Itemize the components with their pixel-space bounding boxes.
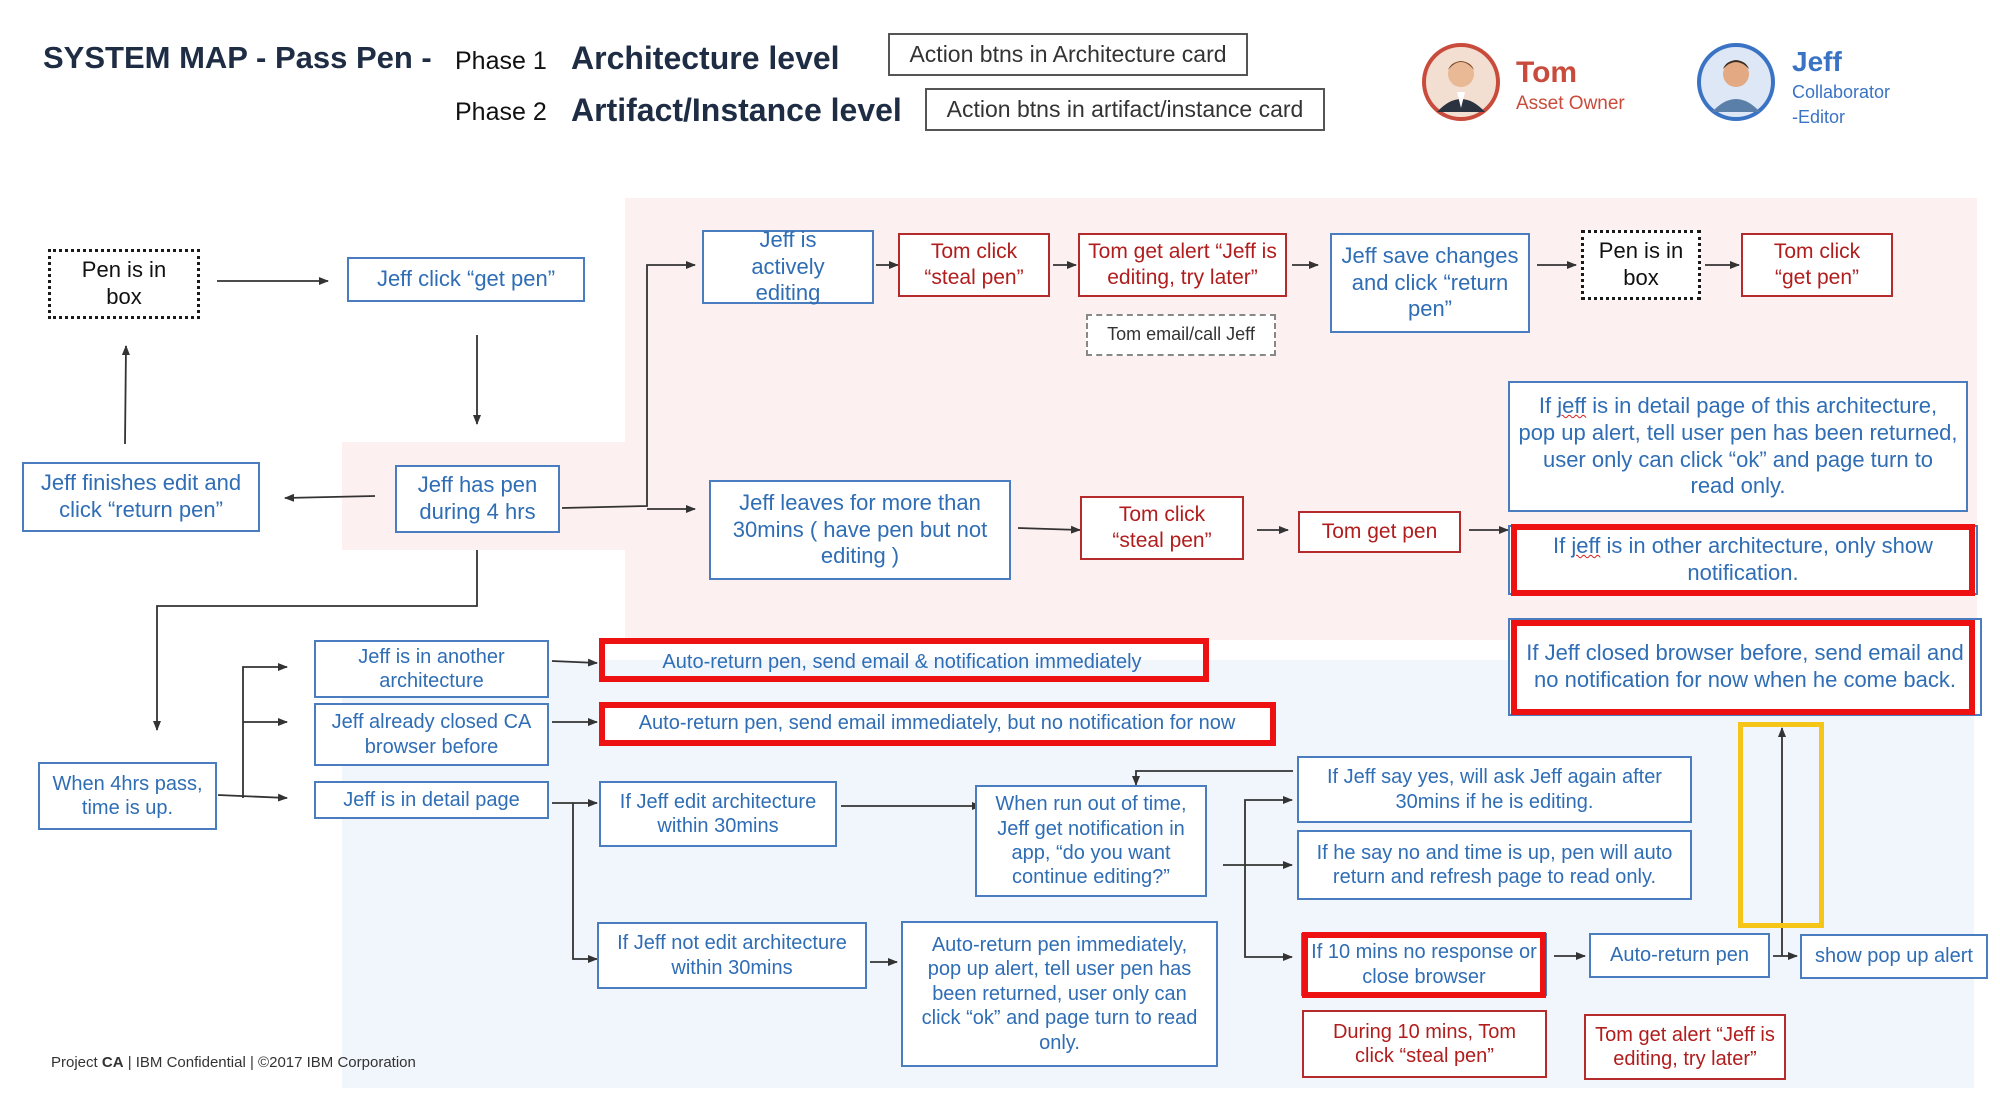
jeff-finishes-node[interactable]: Jeff finishes edit and click “return pen… <box>22 462 260 532</box>
tom-role: Asset Owner <box>1516 93 1625 114</box>
pen-in-box-right: Pen is in box <box>1581 230 1701 300</box>
arrow <box>153 550 478 731</box>
tom-steal-pen-node-1[interactable]: Tom click “steal pen” <box>898 233 1050 297</box>
auto-return-immediate-node: Auto-return pen immediately, pop up aler… <box>901 921 1218 1067</box>
jeff-role-line2: -Editor <box>1792 107 1846 127</box>
arrow <box>551 658 598 667</box>
show-popup-node: show pop up alert <box>1800 934 1988 979</box>
highlight-other-architecture <box>1511 524 1975 596</box>
other-architecture-text: If jeff is in other architecture, only s… <box>1553 533 1933 585</box>
tom-name: Tom <box>1516 56 1578 89</box>
jeff-save-return-node[interactable]: Jeff save changes and click “return pen” <box>1330 233 1530 333</box>
jeff-avatar <box>1696 42 1776 122</box>
arrow <box>1132 770 1293 786</box>
tom-avatar <box>1421 42 1501 122</box>
tom-get-pen-click-node[interactable]: Tom click “get pen” <box>1741 233 1893 297</box>
tom-steal-pen-node-2[interactable]: Tom click “steal pen” <box>1080 496 1244 560</box>
auto-return-notify-node: Auto-return pen, send email & notificati… <box>662 650 1142 673</box>
tom-get-pen-node: Tom get pen <box>1298 511 1461 553</box>
in-detail-page-node: Jeff is in detail page <box>314 781 549 819</box>
arrow <box>284 493 376 502</box>
phase2-name: Artifact/Instance level <box>571 92 902 128</box>
jeff-role-line1: Collaborator <box>1792 82 1891 102</box>
arrow <box>1244 865 1293 961</box>
say-no-node: If he say no and time is up, pen will au… <box>1297 830 1692 900</box>
arrow <box>561 261 696 509</box>
in-another-architecture-node: Jeff is in another architecture <box>314 640 549 698</box>
yellow-highlight <box>1738 722 1824 928</box>
highlight-closed-browser-note <box>1511 620 1975 715</box>
jeff-actively-editing-node: Jeff is actively editing <box>702 227 874 305</box>
highlight-auto-return-notify <box>599 638 1209 682</box>
other-architecture-node: If jeff is in other architecture, only s… <box>1508 525 1978 595</box>
detail-page-alert-node: If jeff is in detail page of this archit… <box>1508 381 1968 512</box>
already-closed-node: Jeff already closed CA browser before <box>314 703 549 766</box>
jeff-get-pen-node[interactable]: Jeff click “get pen” <box>347 257 585 302</box>
arrow <box>1017 525 1081 534</box>
legend-artifact-card: Action btns in artifact/instance card <box>925 88 1325 131</box>
arrow <box>1244 796 1293 865</box>
say-yes-node: If Jeff say yes, will ask Jeff again aft… <box>1297 756 1692 823</box>
tom-alert-node-2: Tom get alert “Jeff is editing, try late… <box>1584 1014 1786 1080</box>
phase1-label: Phase 1 <box>455 47 547 75</box>
edit-within-node: If Jeff edit architecture within 30mins <box>599 781 837 847</box>
legend-architecture-card: Action btns in Architecture card <box>888 33 1248 76</box>
jeff-leaves-node: Jeff leaves for more than 30mins ( have … <box>709 480 1011 580</box>
arrow <box>242 663 288 798</box>
run-out-node: When run out of time, Jeff get notificat… <box>975 785 1207 897</box>
arrow <box>121 345 130 445</box>
pen-in-box-left: Pen is in box <box>48 249 200 319</box>
when-4hrs-node: When 4hrs pass, time is up. <box>38 762 217 830</box>
jeff-name: Jeff <box>1792 46 1842 77</box>
detail-page-alert-text: If jeff is in detail page of this archit… <box>1518 392 1958 499</box>
not-edit-within-node: If Jeff not edit architecture within 30m… <box>597 922 867 989</box>
auto-return-pen-node: Auto-return pen <box>1589 933 1770 978</box>
arrow <box>217 793 288 802</box>
during-10-mins-node[interactable]: During 10 mins, Tom click “steal pen” <box>1302 1010 1547 1078</box>
arrow <box>572 803 598 963</box>
tom-email-node: Tom email/call Jeff <box>1086 314 1276 356</box>
highlight-no-response <box>1302 932 1546 998</box>
phase2-label: Phase 2 <box>455 98 547 126</box>
closed-browser-note-node: If Jeff closed browser before, send emai… <box>1508 618 1982 716</box>
page-title: SYSTEM MAP - Pass Pen - <box>43 40 432 75</box>
phase1-name: Architecture level <box>571 40 840 76</box>
highlight-auto-return-email <box>599 702 1276 746</box>
footer: Project CA | IBM Confidential | ©2017 IB… <box>51 1054 416 1071</box>
tom-alert-node-1: Tom get alert “Jeff is editing, try late… <box>1078 233 1287 297</box>
jeff-has-pen-node: Jeff has pen during 4 hrs <box>395 465 560 533</box>
